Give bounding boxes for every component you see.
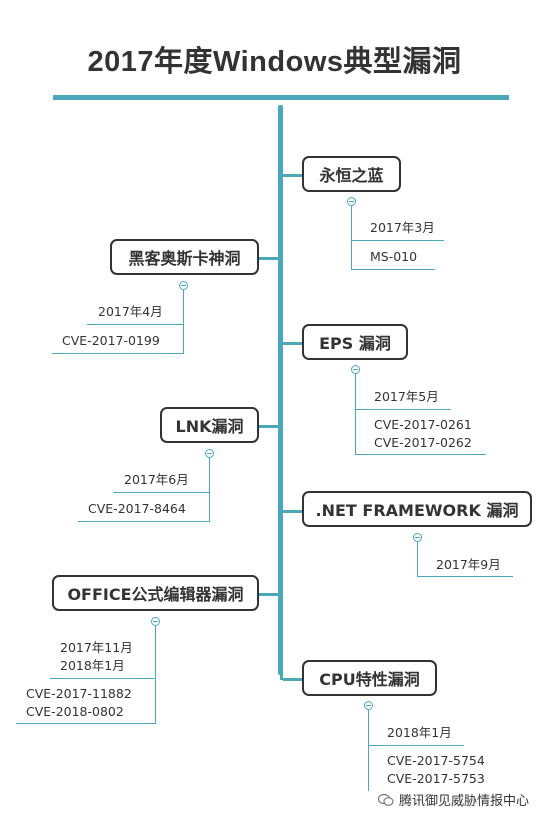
leaf-text: CVE-2017-0262 bbox=[374, 435, 472, 450]
leaf-text: 2017年5月 bbox=[374, 389, 439, 404]
node-cpu[interactable]: CPU特性漏洞 bbox=[302, 660, 437, 696]
leaf-stem bbox=[417, 542, 418, 577]
connector-right-1 bbox=[283, 174, 303, 177]
node-dotnet[interactable]: .NET FRAMEWORK 漏洞 bbox=[302, 491, 532, 527]
leaf-underline bbox=[52, 353, 184, 354]
leaf-stem bbox=[368, 710, 369, 791]
leaf-text: MS-010 bbox=[370, 249, 418, 264]
collapse-icon[interactable] bbox=[413, 533, 422, 542]
spine-curve bbox=[280, 663, 283, 680]
leaf-text: 2017年4月 bbox=[98, 304, 163, 319]
collapse-icon[interactable] bbox=[351, 365, 360, 374]
wechat-icon bbox=[377, 793, 394, 807]
leaf-text: 2017年9月 bbox=[436, 557, 501, 572]
leaf-stem bbox=[183, 290, 184, 354]
node-label: EPS 漏洞 bbox=[319, 334, 391, 353]
leaf-text: CVE-2017-0261 bbox=[374, 417, 472, 432]
leaf-text: 2017年11月 bbox=[60, 640, 133, 655]
node-office-equation[interactable]: OFFICE公式编辑器漏洞 bbox=[52, 575, 259, 611]
leaf-text: 2018年1月 bbox=[60, 658, 125, 673]
node-hacker-oscar[interactable]: 黑客奥斯卡神洞 bbox=[110, 239, 259, 275]
leaf-stem bbox=[351, 206, 352, 270]
node-label: 永恒之蓝 bbox=[319, 166, 384, 185]
collapse-icon[interactable] bbox=[205, 449, 214, 458]
leaf-stem bbox=[155, 626, 156, 723]
node-label: .NET FRAMEWORK 漏洞 bbox=[315, 501, 519, 520]
leaf-underline bbox=[355, 454, 486, 455]
connector-left-2 bbox=[258, 425, 278, 428]
leaf-underline bbox=[113, 492, 210, 493]
leaf-text: CVE-2017-11882 bbox=[26, 686, 132, 701]
connector-left-3 bbox=[258, 593, 278, 596]
connector-right-2 bbox=[283, 342, 303, 345]
collapse-icon[interactable] bbox=[151, 617, 160, 626]
leaf-text: 2017年6月 bbox=[124, 472, 189, 487]
central-spine bbox=[278, 105, 283, 675]
leaf-underline bbox=[78, 521, 210, 522]
title-underline bbox=[53, 95, 509, 100]
leaf-text: 2017年3月 bbox=[370, 220, 435, 235]
node-label: CPU特性漏洞 bbox=[319, 670, 420, 689]
leaf-underline bbox=[355, 409, 451, 410]
connector-left-1 bbox=[258, 257, 278, 260]
leaf-stem bbox=[209, 458, 210, 522]
leaf-underline bbox=[351, 240, 444, 241]
watermark: 腾讯御见威胁情报中心 bbox=[377, 790, 530, 809]
node-label: LNK漏洞 bbox=[175, 417, 244, 436]
leaf-stem bbox=[355, 374, 356, 455]
collapse-icon[interactable] bbox=[347, 197, 356, 206]
leaf-underline bbox=[351, 269, 435, 270]
leaf-underline bbox=[417, 576, 513, 577]
diagram-title: 2017年度Windows典型漏洞 bbox=[87, 46, 462, 78]
leaf-text: CVE-2017-0199 bbox=[62, 333, 160, 348]
node-label: 黑客奥斯卡神洞 bbox=[128, 249, 241, 268]
collapse-icon[interactable] bbox=[364, 701, 373, 710]
leaf-underline bbox=[16, 723, 156, 724]
collapse-icon[interactable] bbox=[179, 281, 188, 290]
node-lnk[interactable]: LNK漏洞 bbox=[160, 407, 259, 443]
leaf-text: CVE-2018-0802 bbox=[26, 704, 124, 719]
node-eps[interactable]: EPS 漏洞 bbox=[302, 324, 408, 360]
leaf-underline bbox=[87, 324, 184, 325]
node-eternal-blue[interactable]: 永恒之蓝 bbox=[302, 156, 401, 192]
leaf-underline bbox=[50, 678, 156, 679]
connector-right-3 bbox=[283, 510, 303, 513]
leaf-text: CVE-2017-5754 bbox=[387, 753, 485, 768]
leaf-underline bbox=[368, 745, 464, 746]
node-label: OFFICE公式编辑器漏洞 bbox=[67, 585, 244, 604]
leaf-text: 2018年1月 bbox=[387, 725, 452, 740]
connector-right-4 bbox=[283, 678, 303, 681]
leaf-text: CVE-2017-8464 bbox=[88, 501, 186, 516]
leaf-text: CVE-2017-5753 bbox=[387, 771, 485, 786]
watermark-text: 腾讯御见威胁情报中心 bbox=[399, 794, 530, 809]
